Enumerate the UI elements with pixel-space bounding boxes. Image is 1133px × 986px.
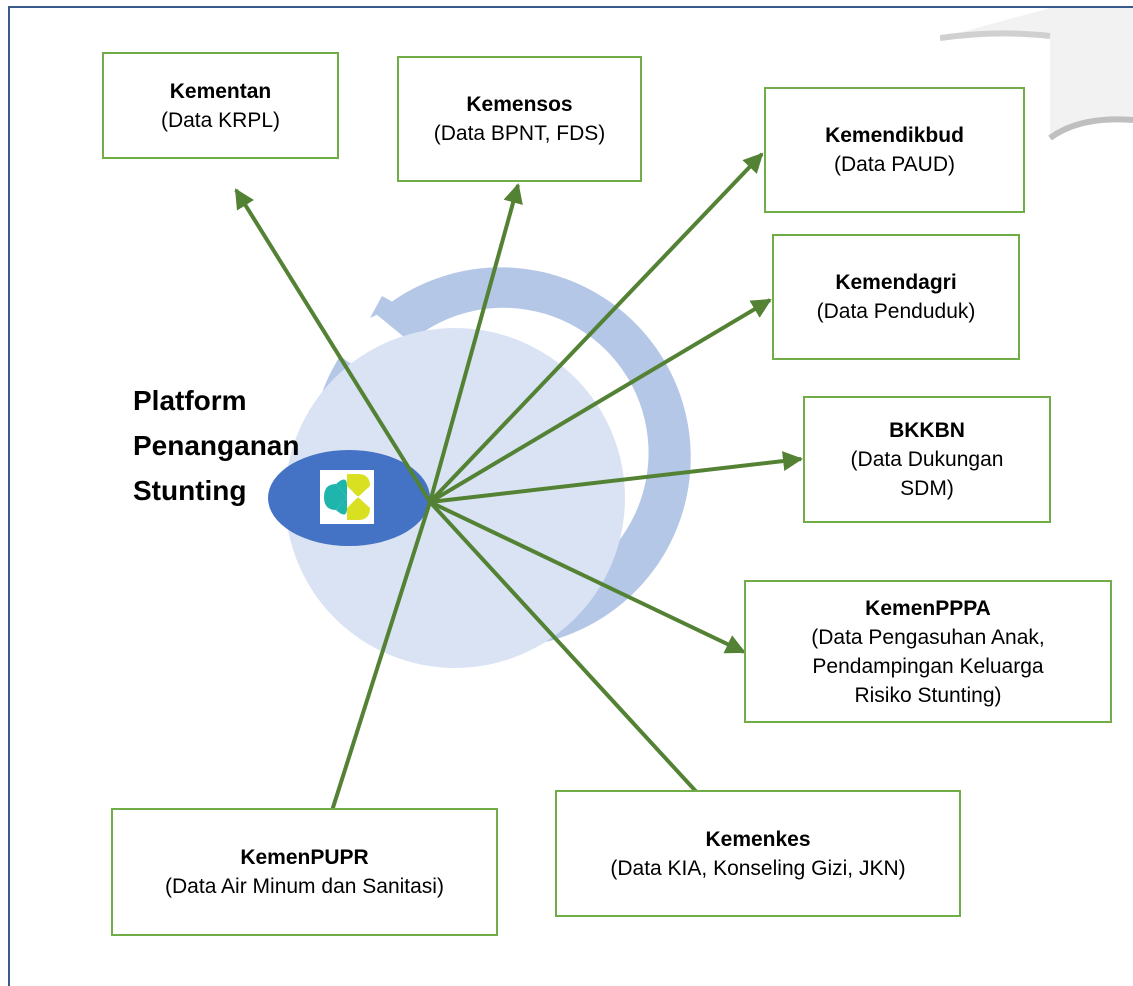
ministry-data: Pendampingan Keluarga: [812, 654, 1044, 678]
platform-title: Platform Penanganan Stunting: [133, 378, 299, 513]
ministry-data: (Data BPNT, FDS): [433, 122, 606, 145]
ministry-box-bkkbn: BKKBN (Data Dukungan SDM): [803, 396, 1051, 523]
ministry-name: Kemendikbud: [825, 124, 964, 147]
ministry-data: (Data KIA, Konseling Gizi, JKN): [610, 856, 906, 880]
ministry-name: KemenPUPR: [240, 846, 369, 869]
arrow-to-kemendagri: [428, 298, 772, 504]
ministry-data: Risiko Stunting): [854, 683, 1002, 707]
ministry-name: Kementan: [169, 79, 272, 103]
ministry-box-kemenpupr: KemenPUPR (Data Air Minum dan Sanitasi): [111, 808, 498, 936]
ministry-name: Kemenkes: [705, 827, 811, 851]
platform-title-line: Penanganan: [133, 430, 300, 461]
ministry-name: BKKBN: [889, 419, 965, 442]
arrow-group: [234, 152, 803, 882]
arrow-to-kemenpppa: [429, 500, 746, 654]
ministry-data: (Data Pengasuhan Anak,: [811, 625, 1045, 649]
ministry-box-kemendikbud: Kemendikbud (Data PAUD): [764, 87, 1025, 213]
platform-title-line: Stunting: [133, 475, 247, 506]
diagram-frame: [8, 6, 1133, 986]
ministry-data: (Data Air Minum dan Sanitasi): [165, 875, 444, 898]
ministry-data: (Data PAUD): [834, 153, 955, 176]
arrow-to-kemendikbud: [428, 152, 764, 504]
ring-notch: [370, 296, 398, 318]
ministry-name: Kemendagri: [835, 271, 957, 294]
arrow-to-bkkbn: [429, 451, 803, 504]
ministry-data: (Data Dukungan: [850, 448, 1004, 471]
ministry-data: SDM): [900, 477, 954, 500]
ministry-name: Kemensos: [466, 93, 573, 116]
arrow-to-kementan: [234, 188, 432, 504]
ministry-box-kemenpppa: KemenPPPA (Data Pengasuhan Anak, Pendamp…: [744, 580, 1112, 723]
arrow-to-kemensos: [428, 183, 523, 503]
ministry-box-kemenkes: Kemenkes (Data KIA, Konseling Gizi, JKN): [555, 790, 961, 917]
ministry-data: (Data KRPL): [160, 108, 281, 132]
kemenkes-logo-icon: [320, 470, 374, 524]
ministry-box-kementan: Kementan (Data KRPL): [102, 52, 339, 159]
ministry-data: (Data Penduduk): [816, 300, 976, 323]
ministry-name: KemenPPPA: [865, 596, 991, 620]
corner-decoration: [940, 8, 1133, 141]
platform-title-line: Platform: [133, 385, 247, 416]
ministry-box-kemendagri: Kemendagri (Data Penduduk): [772, 234, 1020, 360]
ministry-box-kemensos: Kemensos (Data BPNT, FDS): [397, 56, 642, 182]
